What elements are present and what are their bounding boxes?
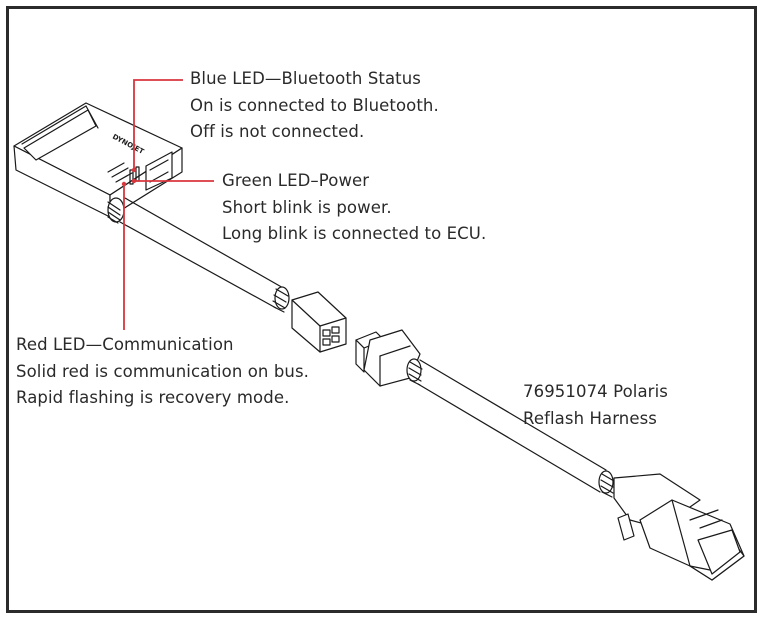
- cable-lower: [417, 359, 607, 493]
- red-led-marker: [121, 181, 127, 187]
- strain-relief: [107, 197, 125, 224]
- polaris-connector: [598, 470, 745, 581]
- green-led-line-2: Long blink is connected to ECU.: [222, 224, 487, 243]
- blue-led-line-1: On is connected to Bluetooth.: [190, 95, 439, 115]
- red-led-heading: Red LED—Communication: [16, 335, 234, 354]
- green-led-heading: Green LED–Power: [222, 171, 370, 190]
- blue-led-leader: [133, 79, 183, 170]
- harness-label: 76951074 Polaris Reflash Harness: [523, 379, 668, 432]
- female-connector: [272, 286, 347, 353]
- callout-leaders: [123, 79, 214, 330]
- blue-led-callout: Blue LED—Bluetooth Status On is connecte…: [190, 66, 439, 146]
- green-led-callout: Green LED–Power Short blink is power. Lo…: [222, 168, 486, 248]
- green-led-line-1: Short blink is power.: [222, 197, 392, 217]
- male-connector: [355, 329, 423, 387]
- red-led-line-1: Solid red is communication on bus.: [16, 361, 309, 381]
- harness-part-number: 76951074 Polaris: [523, 382, 668, 401]
- cable-upper: [119, 197, 286, 309]
- green-led-marker: [131, 178, 137, 184]
- blue-led-marker: [131, 167, 137, 173]
- blue-led-line-2: Off is not connected.: [190, 122, 365, 141]
- harness-name: Reflash Harness: [523, 408, 657, 428]
- blue-led-heading: Blue LED—Bluetooth Status: [190, 69, 422, 88]
- red-led-callout: Red LED—Communication Solid red is commu…: [16, 332, 309, 412]
- bluetooth-module: DYNOJET: [13, 102, 183, 218]
- red-led-line-2: Rapid flashing is recovery mode.: [16, 388, 290, 407]
